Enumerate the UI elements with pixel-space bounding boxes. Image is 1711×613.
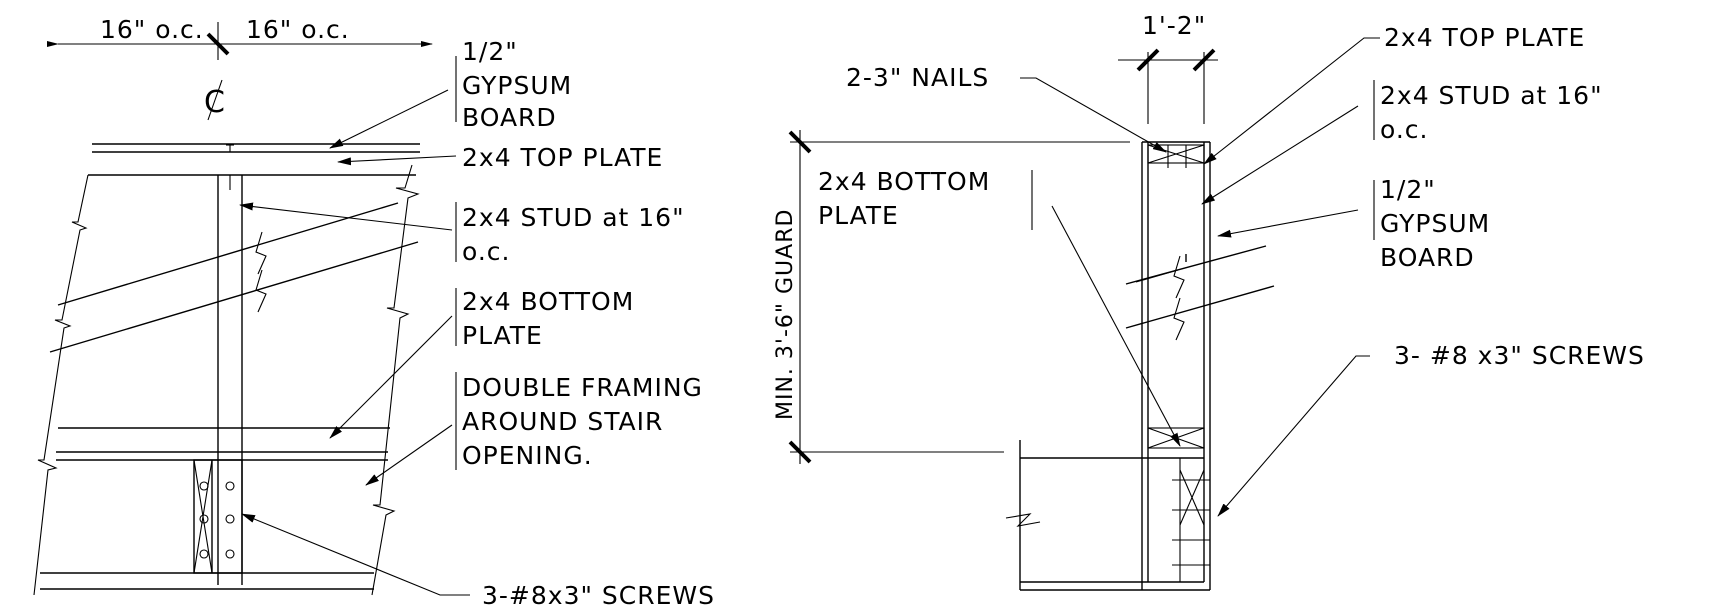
dim-right-label: 16" o.c. [246,15,350,44]
bottom-plate-label-line2: PLATE [462,321,543,350]
centerline-label: C [204,85,226,120]
right-detail: 1'-2" MIN. 3'-6" GUARD [773,11,1645,591]
gypsum-label-line2: GYPSUM [462,71,572,100]
double-framing-label-line2: AROUND STAIR [462,407,663,436]
width-dim-label: 1'-2" [1142,11,1206,40]
right-stud-label-line1: 2x4 STUD at 16" [1380,81,1603,110]
right-stud-label-line2: o.c. [1380,115,1429,144]
gypsum-label-line3: BOARD [462,103,557,132]
guard-dimension: MIN. 3'-6" GUARD [773,130,1130,464]
left-stair-stringer [49,202,419,353]
stud-label-line1: 2x4 STUD at 16" [462,203,685,232]
left-bottom-plate [40,427,390,590]
right-gypsum-label-line1: 1/2" [1380,175,1436,204]
screw-icon [225,549,235,559]
screw-icon [199,514,209,524]
left-labels: 1/2" GYPSUM BOARD 2x4 TOP PLATE 2x4 STUD… [462,37,715,610]
top-plate-label: 2x4 TOP PLATE [462,143,663,172]
right-bottom-plate-label-line1: 2x4 BOTTOM [818,167,990,196]
screw-icon [199,549,209,559]
centerline-symbol: C [204,79,226,121]
stud-label-line2: o.c. [462,237,511,266]
bottom-plate-label-line1: 2x4 BOTTOM [462,287,634,316]
right-top-plate-label: 2x4 TOP PLATE [1384,23,1585,52]
right-stair-stringer [1125,245,1275,341]
screw-icon [225,514,235,524]
left-top-plate [88,143,420,190]
right-bottom-plate-label-line2: PLATE [818,201,899,230]
double-framing-label-line3: OPENING. [462,441,593,470]
right-wall-assembly [1005,141,1211,591]
double-framing-label-line1: DOUBLE FRAMING [462,373,703,402]
right-screws-label: 3- #8 x3" SCREWS [1394,341,1645,370]
right-labels: 2-3" NAILS 2x4 TOP PLATE 2x4 STUD at 16"… [818,23,1645,370]
right-gypsum-label-line2: GYPSUM [1380,209,1490,238]
screw-icon [225,481,235,491]
left-dimension-line: 16" o.c. 16" o.c. [47,15,433,60]
screw-icon [199,481,209,491]
nails-label: 2-3" NAILS [846,63,989,92]
dim-left-label: 16" o.c. [100,15,204,44]
right-width-dimension: 1'-2" [1118,11,1218,124]
right-label-brackets [1031,80,1375,240]
right-leaders [1020,37,1380,517]
gypsum-label-line1: 1/2" [462,37,518,66]
left-leaders [239,89,470,596]
left-break-edge [33,164,420,596]
guard-label: MIN. 3'-6" GUARD [773,209,798,420]
right-gypsum-label-line3: BOARD [1380,243,1475,272]
screws-label: 3-#8x3" SCREWS [482,581,715,610]
left-detail: 16" o.c. 16" o.c. C [33,15,715,610]
